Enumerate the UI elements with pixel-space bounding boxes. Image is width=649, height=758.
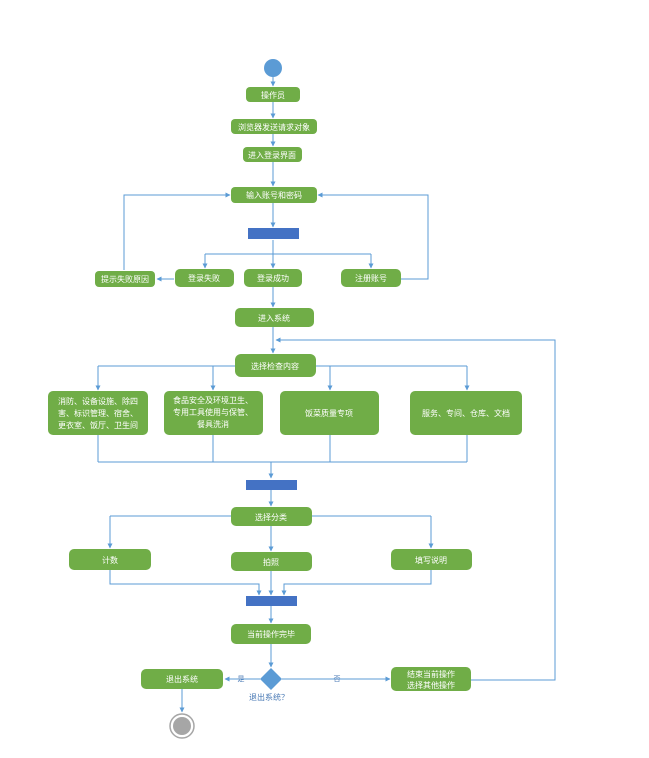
node-fill-note: 填写说明 bbox=[391, 549, 472, 570]
edge-fill-bar3 bbox=[281, 570, 432, 596]
decision-diamond bbox=[260, 668, 282, 690]
svg-text:害、标识管理、宿舍、: 害、标识管理、宿舍、 bbox=[58, 408, 138, 418]
svg-text:专用工具使用与保管、: 专用工具使用与保管、 bbox=[173, 407, 253, 417]
sync-bar-login bbox=[248, 228, 299, 239]
decision-no-label: 否 bbox=[334, 675, 341, 683]
svg-text:消防、设备设施、除四: 消防、设备设施、除四 bbox=[58, 396, 138, 406]
svg-text:食品安全及环境卫生、: 食品安全及环境卫生、 bbox=[173, 395, 253, 405]
decision-label: 退出系统？ bbox=[249, 692, 289, 702]
svg-text:提示失败原因: 提示失败原因 bbox=[101, 274, 149, 284]
svg-text:进入登录界面: 进入登录界面 bbox=[248, 150, 296, 160]
decision-yes-label: 是 bbox=[238, 675, 245, 683]
node-show-failure-reason: 提示失败原因 bbox=[95, 271, 155, 287]
svg-text:进入系统: 进入系统 bbox=[258, 313, 290, 323]
edge-register-back bbox=[317, 192, 429, 280]
svg-text:结束当前操作: 结束当前操作 bbox=[407, 669, 455, 679]
node-login-failed: 登录失败 bbox=[175, 269, 234, 287]
start-node bbox=[264, 59, 282, 77]
svg-text:更衣室、饭厅、卫生间: 更衣室、饭厅、卫生间 bbox=[58, 420, 138, 430]
node-enter-login: 进入登录界面 bbox=[243, 147, 302, 162]
sync-bar-actions bbox=[246, 596, 297, 606]
svg-text:填写说明: 填写说明 bbox=[415, 555, 447, 565]
svg-text:输入账号和密码: 输入账号和密码 bbox=[246, 190, 302, 200]
svg-text:当前操作完毕: 当前操作完毕 bbox=[247, 629, 295, 639]
edge-reason-back bbox=[123, 192, 231, 270]
node-exit-system: 退出系统 bbox=[141, 669, 223, 689]
node-continue-other: 结束当前操作 选择其他操作 bbox=[391, 667, 471, 691]
edge-count-bar3 bbox=[109, 570, 262, 596]
node-select-check: 选择检查内容 bbox=[235, 354, 316, 377]
node-operator: 操作员 bbox=[246, 87, 300, 102]
svg-text:拍照: 拍照 bbox=[263, 557, 279, 567]
node-login-success: 登录成功 bbox=[244, 269, 302, 287]
node-category-quality: 饭菜质量专项 bbox=[280, 391, 379, 435]
edge-loop-back bbox=[275, 337, 556, 681]
node-register: 注册账号 bbox=[341, 269, 401, 287]
node-category-fire: 消防、设备设施、除四 害、标识管理、宿舍、 更衣室、饭厅、卫生间 bbox=[48, 391, 148, 435]
end-node bbox=[169, 713, 195, 739]
svg-text:浏览器发送请求对象: 浏览器发送请求对象 bbox=[238, 122, 310, 132]
svg-text:操作员: 操作员 bbox=[261, 90, 285, 100]
svg-text:登录成功: 登录成功 bbox=[257, 273, 289, 283]
node-photo: 拍照 bbox=[231, 552, 312, 571]
node-category-service: 服务、专间、仓库、文档 bbox=[410, 391, 522, 435]
svg-text:注册账号: 注册账号 bbox=[355, 273, 387, 283]
svg-text:选择检查内容: 选择检查内容 bbox=[251, 361, 299, 371]
node-operation-done: 当前操作完毕 bbox=[231, 624, 311, 644]
node-count: 计数 bbox=[69, 549, 151, 570]
svg-text:餐具洗消: 餐具洗消 bbox=[197, 419, 229, 429]
svg-text:选择其他操作: 选择其他操作 bbox=[407, 680, 455, 690]
svg-text:计数: 计数 bbox=[102, 555, 118, 565]
node-enter-system: 进入系统 bbox=[235, 308, 314, 327]
node-category-food: 食品安全及环境卫生、 专用工具使用与保管、 餐具洗消 bbox=[164, 391, 263, 435]
svg-text:选择分类: 选择分类 bbox=[255, 512, 287, 522]
sync-bar-categories bbox=[246, 480, 297, 490]
node-select-classify: 选择分类 bbox=[231, 507, 312, 526]
svg-text:登录失败: 登录失败 bbox=[188, 273, 220, 283]
svg-text:服务、专间、仓库、文档: 服务、专间、仓库、文档 bbox=[422, 408, 510, 418]
node-browser-request: 浏览器发送请求对象 bbox=[231, 119, 317, 134]
svg-text:退出系统: 退出系统 bbox=[166, 674, 198, 684]
svg-text:饭菜质量专项: 饭菜质量专项 bbox=[305, 408, 353, 418]
node-input-credentials: 输入账号和密码 bbox=[231, 187, 317, 203]
